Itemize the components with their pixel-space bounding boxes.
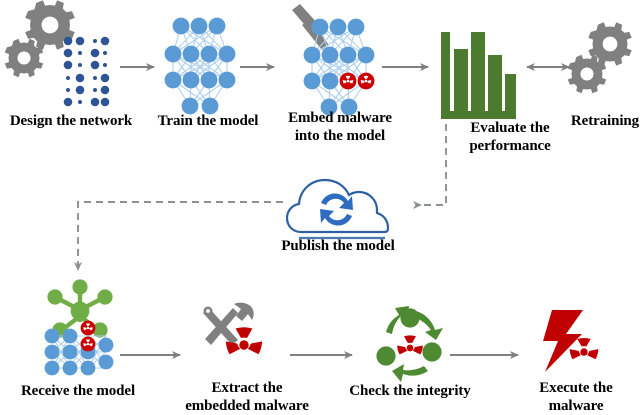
lightning-icon [543,310,583,372]
label-design-the-network: Design the network [9,113,133,129]
dashed-path-publish-to-receive [74,201,283,271]
label-publish-the-model: Publish the model [281,238,395,254]
step-receive-the-model[interactable] [44,279,114,376]
dot-matrix-icon [63,36,110,107]
neural-network-icon [303,18,375,116]
neural-network-icon [164,17,236,115]
malware-node-icon [339,72,375,90]
step-evaluate-the-performance[interactable] [441,32,516,119]
neural-network-icon [44,320,114,376]
step-publish-the-model[interactable] [285,178,390,240]
label-retraining: Retraining [570,113,640,129]
cycle-arrows-icon [376,306,443,382]
step-design-the-network[interactable] [4,0,110,107]
share-network-icon [47,279,113,338]
step-retraining[interactable] [567,22,632,94]
label-check-the-integrity: Check the integrity [349,383,471,399]
step-extract-the-embedded-malware[interactable] [203,302,263,355]
label-extract-the-embedded-malware: Extract the embedded malware [185,380,309,414]
sync-arrows-icon [320,193,353,226]
step-embed-malware[interactable] [292,4,375,116]
step-train-the-model[interactable] [164,17,236,115]
malware-node-icon [80,320,96,352]
bar-chart-icon [441,32,516,119]
gears-icon [567,22,632,94]
dashed-path-evaluate-to-publish [413,124,447,209]
label-execute-the-malware: Execute the malware [539,380,613,414]
radiation-icon [397,335,423,355]
step-execute-the-malware[interactable] [543,310,599,372]
label-embed-malware-into-the-model: Embed malware into the model [288,110,392,144]
tools-icon [203,302,254,345]
step-check-the-integrity[interactable] [376,306,443,382]
label-receive-the-model: Receive the model [20,383,136,399]
label-train-the-model: Train the model [157,113,259,129]
label-evaluate-the-performance: Evaluate the performance [469,120,551,154]
cloud-sync-icon [285,178,390,240]
hammer-icon [292,4,329,50]
